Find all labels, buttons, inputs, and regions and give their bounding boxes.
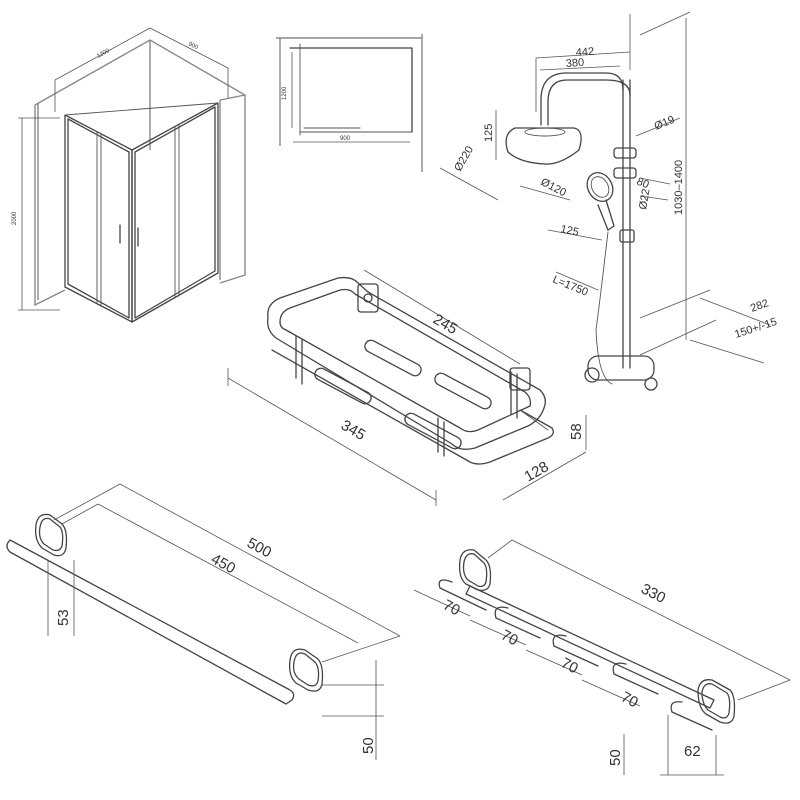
- shower-head-height-label: 125: [483, 124, 495, 142]
- shower-overall-label: 442: [575, 46, 594, 59]
- enclosure-glass-panels: [64, 102, 219, 323]
- hand-shower: [586, 172, 615, 385]
- hook: [612, 662, 659, 695]
- towel-bar-dimension-lines: [47, 483, 401, 760]
- hook-rail-drawing: 330 70 70 70 70 50 62: [413, 539, 791, 776]
- hook-rail-dimension-lines: [413, 539, 791, 776]
- hook-rail-bar: [465, 585, 715, 709]
- enclosure-dimension-lines: [18, 27, 229, 311]
- towel-bar-overall-label: 500: [244, 535, 274, 562]
- basket-drain-slots: [314, 339, 492, 450]
- height-range-label: 1030–1400: [673, 160, 685, 215]
- handle-label: 125: [559, 223, 579, 239]
- shower-arm-label: 380: [565, 57, 584, 70]
- enclosure-walls: [34, 39, 246, 307]
- shower-system-drawing: 442 380 125 Ø220 Ø120 Ø19 80 Ø22 125 103…: [439, 11, 779, 391]
- shower-depth-label: 282: [749, 297, 770, 315]
- hose-label: L=1750: [551, 274, 590, 299]
- hook-spacing-label-3: 70: [558, 655, 581, 678]
- towel-bar-rod: [6, 539, 295, 705]
- bar-pipe-diameter-label: Ø22: [637, 188, 652, 211]
- hook-spacing-label-2: 70: [498, 627, 521, 650]
- hook-rail-left-bracket: [458, 549, 492, 592]
- enclosure-plan-drawing: 1200 900: [276, 34, 423, 172]
- shower-head-diameter-label: Ø220: [452, 144, 476, 173]
- hook-spacing-label-4: 70: [618, 689, 641, 712]
- hook: [670, 701, 713, 731]
- shower-basket-drawing: 245 345 58 128: [227, 269, 587, 506]
- enclosure-depth-label: 900: [187, 41, 199, 51]
- towel-bar-projection-label: 53: [55, 609, 72, 626]
- basket-dimension-lines: [227, 269, 587, 506]
- hook-rail-overall-label: 330: [638, 580, 668, 607]
- enclosure-height-label: 2000: [12, 211, 18, 225]
- towel-bar-height-label: 50: [360, 737, 377, 754]
- hook-rail-depth-label: 62: [684, 743, 701, 760]
- hook-rail-height-label: 50: [607, 749, 624, 766]
- bracket-label: 80: [635, 176, 651, 192]
- basket-rail: [267, 276, 546, 450]
- towel-bar-right-bracket: [288, 648, 324, 692]
- thermostatic-mixer: [584, 355, 658, 391]
- hand-shower-diameter-label: Ø120: [539, 176, 568, 199]
- basket-height-label: 58: [568, 423, 585, 440]
- hook: [552, 634, 599, 667]
- plan-bottom-label: 900: [340, 136, 351, 142]
- hook-rail-hooks: [438, 579, 713, 731]
- hook-rail-right-bracket: [697, 679, 736, 724]
- basket-depth-label: 128: [522, 458, 552, 485]
- basket-tray: [271, 349, 554, 465]
- basket-inner-label: 245: [430, 311, 460, 338]
- shower-riser-pipe: [622, 79, 631, 369]
- pipe-diameter-label: Ø19: [653, 114, 677, 133]
- towel-bar-left-bracket: [34, 513, 68, 557]
- basket-length-label: 345: [338, 417, 368, 444]
- hook: [494, 606, 541, 639]
- shower-head: [505, 111, 582, 165]
- hook: [438, 579, 487, 611]
- hook-spacing-label-1: 70: [440, 597, 463, 620]
- shower-enclosure-drawing: 1200 900 2000: [12, 27, 246, 323]
- plan-side-label: 1200: [282, 86, 288, 100]
- towel-bar-drawing: 500 450 53 50: [6, 483, 401, 760]
- towel-bar-rod-label: 450: [208, 551, 238, 578]
- enclosure-width-label: 1200: [96, 48, 111, 60]
- shower-dimension-lines: [439, 11, 771, 364]
